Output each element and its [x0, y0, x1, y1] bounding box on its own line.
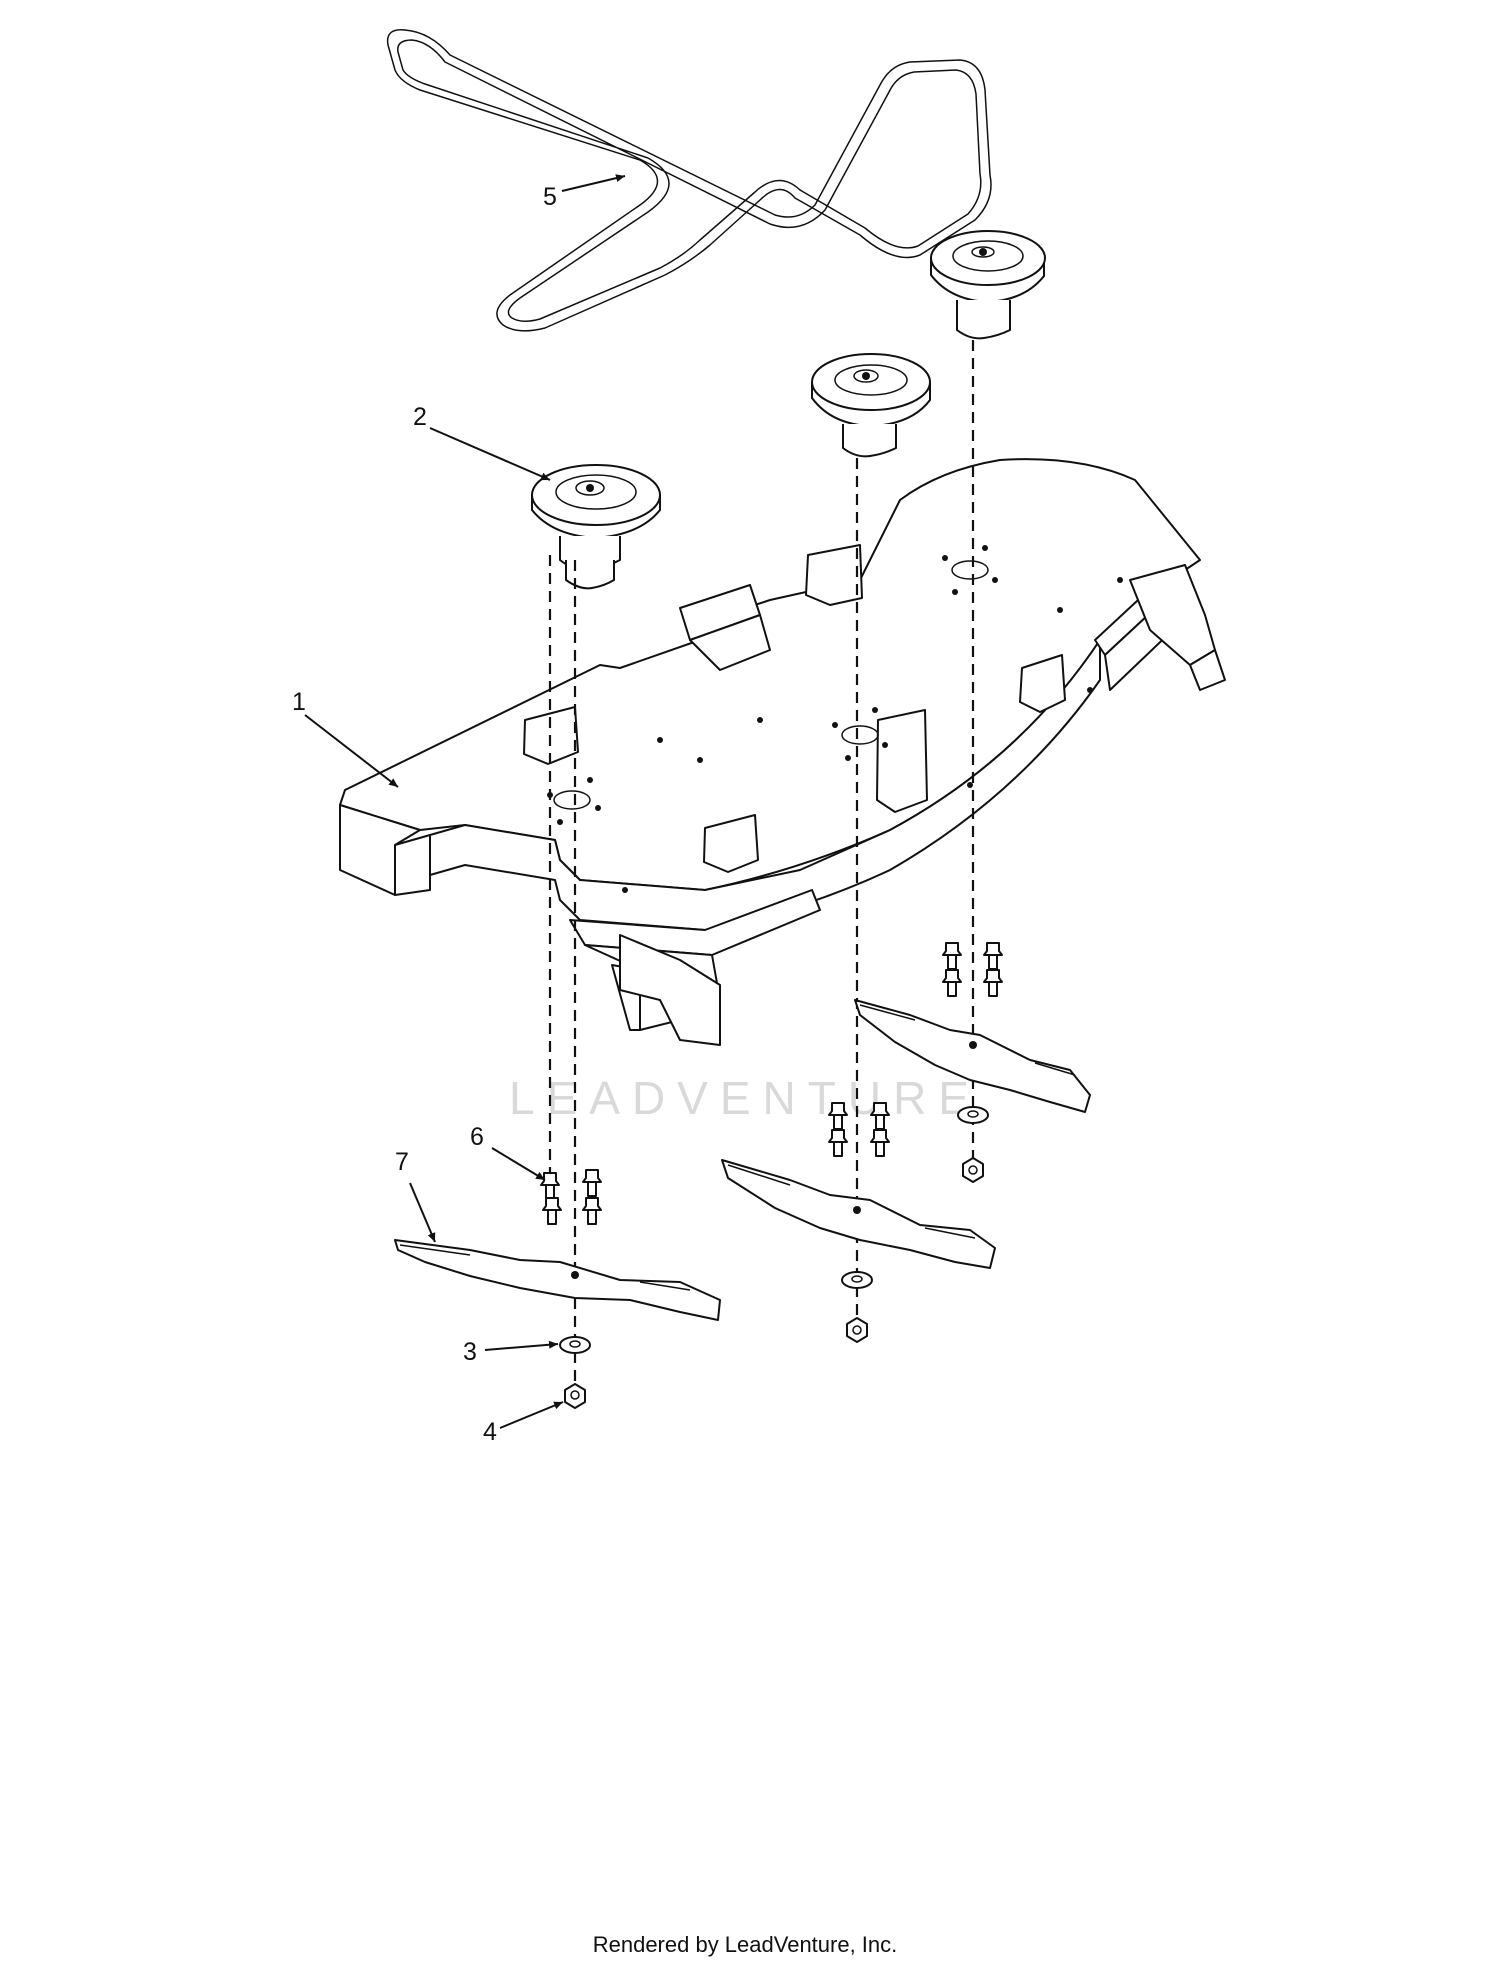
washer-right[interactable]	[957, 1106, 989, 1124]
nut-left[interactable]	[564, 1383, 586, 1409]
callout-1: 1	[292, 688, 306, 716]
washer-left[interactable]	[559, 1336, 591, 1354]
spindle-center[interactable]	[811, 353, 931, 458]
bolt-group-center[interactable]	[828, 1102, 890, 1157]
assembly-lines	[548, 340, 975, 1395]
blade-center[interactable]	[721, 1159, 996, 1269]
spindle-left[interactable]	[531, 464, 661, 590]
callout-7: 7	[395, 1148, 409, 1176]
callout-6: 6	[470, 1123, 484, 1151]
callout-3: 3	[463, 1338, 477, 1366]
spindle-right[interactable]	[930, 230, 1046, 340]
callout-leaders	[304, 174, 626, 1429]
bolt-group-right[interactable]	[942, 942, 1003, 997]
blade-right[interactable]	[854, 999, 1091, 1113]
callout-5: 5	[543, 183, 557, 211]
callout-2: 2	[413, 403, 427, 431]
blade-left[interactable]	[394, 1239, 721, 1321]
footer-credit: Rendered by LeadVenture, Inc.	[593, 1932, 898, 1957]
belt-5[interactable]	[386, 29, 992, 332]
washer-center[interactable]	[841, 1271, 873, 1289]
deck-shell[interactable]	[339, 458, 1226, 1046]
callouts: 1 2 3 4 5 6 7	[292, 183, 557, 1446]
nut-right[interactable]	[962, 1157, 984, 1183]
watermark: LEADVENTURE	[509, 1072, 981, 1124]
callout-4: 4	[483, 1418, 497, 1446]
bolt-group-left[interactable]	[540, 1169, 602, 1225]
nut-center[interactable]	[846, 1317, 868, 1343]
